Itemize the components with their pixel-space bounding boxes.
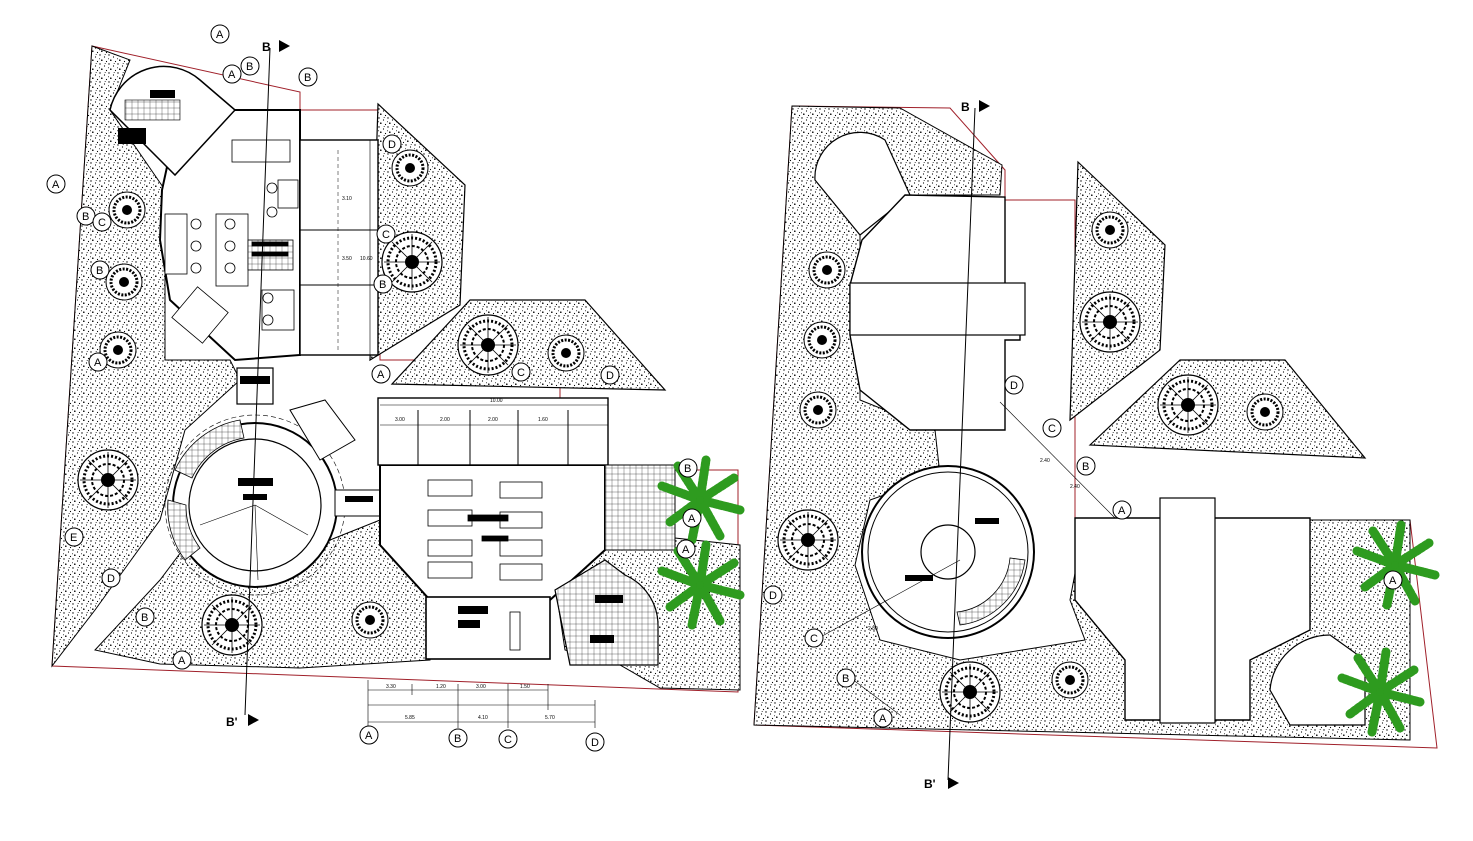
svg-text:C: C [98,217,106,229]
svg-text:B: B [1082,461,1089,473]
tree-icon [456,313,520,377]
dim-text: 1.60 [538,417,548,423]
shrub-icon [104,262,144,302]
svg-text:D: D [107,573,115,585]
svg-text:C: C [517,367,525,379]
planter-trapezoid-right [1088,359,1367,459]
dim-text: 3.30 [386,684,396,690]
svg-text:A: A [365,730,373,742]
svg-text:C: C [1048,423,1056,435]
office-furniture [164,139,299,344]
svg-text:C: C [810,633,818,645]
corridor-rooms [299,139,379,356]
shrub-icon [107,190,147,230]
tree-icon [776,508,840,572]
southeast-pavilion [554,559,659,666]
svg-text:A: A [377,369,385,381]
svg-text:B: B [842,673,849,685]
dim-text: 5.85 [405,715,415,721]
tree-icon [1156,373,1220,437]
svg-text:A: A [94,357,102,369]
svg-text:B: B [304,72,311,84]
roof-north-dome [814,131,911,236]
svg-text:A: A [879,713,887,725]
shrub-icon [802,320,842,360]
svg-text:E: E [70,532,77,544]
svg-text:B: B [454,733,461,745]
svg-text:C: C [382,229,390,241]
svg-text:A: A [216,29,224,41]
svg-text:D: D [388,139,396,151]
tree-icon [200,593,264,657]
dim-text: 3.00 [395,417,405,423]
shrub-icon [350,600,390,640]
left-floor-plan: B B' 3.30 1.20 3.00 1.50 5.85 4.10 5.70 … [46,24,740,752]
svg-text:A: A [1118,505,1126,517]
svg-text:B: B [82,211,89,223]
roof-southeast-dome [1269,634,1366,726]
section-label-bottom: B' [924,777,936,791]
dim-text: 1.20 [436,684,446,690]
svg-text:B: B [246,61,253,73]
dim-text: 5.70 [545,715,555,721]
svg-text:D: D [591,737,599,749]
shrub-icon [807,250,847,290]
section-label-top: B [262,40,271,54]
grid-bubbles-left: A A B B A B C B A D C B A C D E D B A A … [46,24,702,752]
dim-text: 3.10 [342,196,352,202]
svg-text:B: B [141,612,148,624]
dim-text: 2.00 [488,417,498,423]
dimension-lines-top [380,404,608,426]
dim-text: 2.40 [1070,484,1080,490]
shrub-icon [390,148,430,188]
svg-text:B: B [379,279,386,291]
svg-text:D: D [1010,380,1018,392]
spiral-stair [174,419,245,479]
shrub-icon [1090,210,1130,250]
tree-icon [938,660,1002,724]
svg-text:A: A [52,179,60,191]
shrub-icon [1050,660,1090,700]
desk-grid [427,479,543,581]
dim-text: 2.80 [868,626,878,632]
dim-text: 10.60 [360,256,373,262]
svg-text:B: B [684,463,691,475]
dim-text: 2.00 [440,417,450,423]
svg-text:D: D [606,370,614,382]
dim-text: 3.50 [342,256,352,262]
shrub-icon [798,390,838,430]
shrub-icon [1245,392,1285,432]
north-rotunda [109,65,237,177]
svg-text:A: A [228,69,236,81]
dim-text: 1.50 [520,684,530,690]
dim-text: 2.40 [1040,458,1050,464]
planter-trapezoid-east [390,299,667,391]
section-label-top: B [961,100,970,114]
tree-icon [76,448,140,512]
dimension-lines-bottom [367,680,596,728]
svg-text:A: A [1389,575,1397,587]
tree-icon [1078,290,1142,354]
svg-text:A: A [682,544,690,556]
right-roof-plan: B B' 2.40 2.40 2.80 D C B A D C B A A [753,100,1437,791]
svg-text:A: A [178,655,186,667]
shrub-icon [546,333,586,373]
dim-text: 10.00 [490,398,503,404]
svg-text:B: B [96,265,103,277]
svg-text:A: A [688,513,696,525]
svg-text:D: D [769,590,777,602]
section-label-bottom: B' [226,715,238,729]
dim-text: 4.10 [478,715,488,721]
dim-text: 3.00 [476,684,486,690]
svg-text:C: C [504,734,512,746]
planter-triangle-right [1069,160,1166,422]
grid-bubbles-right: D C B A D C B A A [763,375,1403,728]
